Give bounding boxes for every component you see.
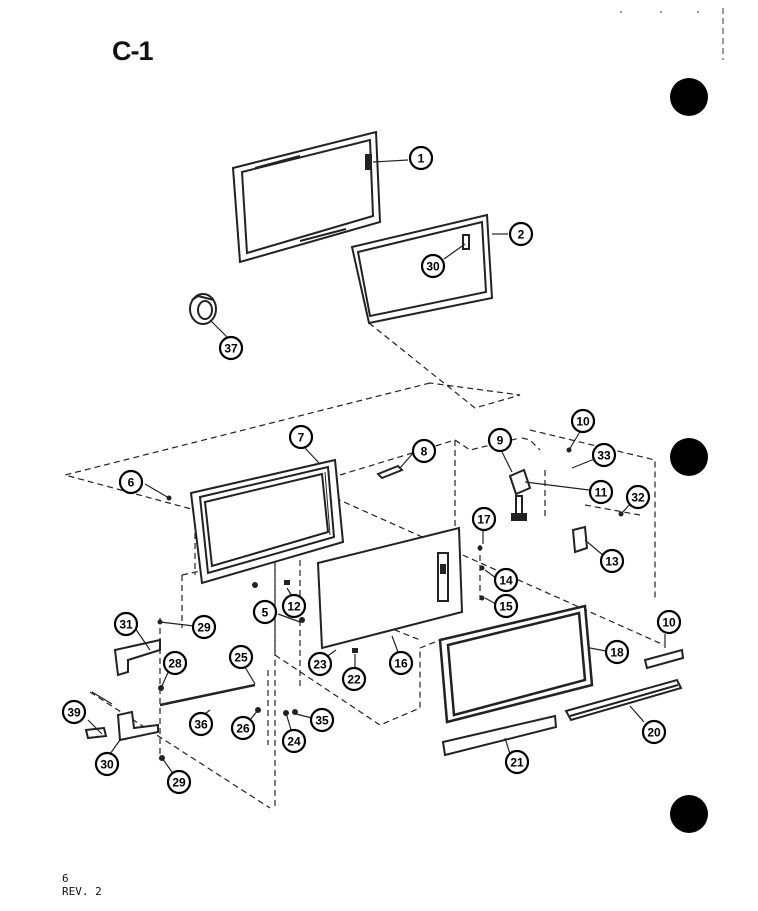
svg-text:37: 37 bbox=[224, 342, 238, 356]
svg-text:10: 10 bbox=[662, 616, 676, 630]
svg-text:9: 9 bbox=[497, 434, 504, 448]
part-strip-21 bbox=[441, 714, 558, 757]
svg-text:26: 26 bbox=[236, 722, 250, 736]
callout-32: 32 bbox=[625, 484, 651, 510]
svg-text:14: 14 bbox=[499, 574, 513, 588]
callout-26: 26 bbox=[230, 715, 256, 741]
callout-28: 28 bbox=[162, 650, 188, 676]
svg-text:10: 10 bbox=[576, 415, 590, 429]
page-number: 6 bbox=[62, 872, 69, 885]
callout-31: 31 bbox=[113, 611, 139, 637]
svg-text:20: 20 bbox=[647, 726, 661, 740]
callout-37: 37 bbox=[218, 335, 244, 361]
svg-text:29: 29 bbox=[197, 621, 211, 635]
callout-29-bottom: 29 bbox=[166, 769, 192, 795]
part-rod-36 bbox=[159, 683, 256, 707]
callout-25: 25 bbox=[228, 644, 254, 670]
small-fasteners bbox=[157, 447, 624, 761]
callout-8: 8 bbox=[411, 438, 437, 464]
page-title: C-1 bbox=[112, 36, 154, 66]
callout-2: 2 bbox=[508, 221, 534, 247]
callout-17: 17 bbox=[471, 506, 497, 532]
callout-21: 21 bbox=[504, 749, 530, 775]
svg-text:33: 33 bbox=[597, 449, 611, 463]
svg-text:6: 6 bbox=[128, 476, 135, 490]
callout-24: 24 bbox=[281, 728, 307, 754]
svg-text:11: 11 bbox=[595, 486, 608, 500]
callout-35: 35 bbox=[309, 707, 335, 733]
callout-18: 18 bbox=[604, 639, 630, 665]
svg-text:16: 16 bbox=[394, 657, 408, 671]
svg-text:29: 29 bbox=[172, 776, 186, 790]
callout-30-bottom: 30 bbox=[94, 751, 120, 777]
callout-39: 39 bbox=[61, 699, 87, 725]
svg-text:39: 39 bbox=[67, 706, 81, 720]
binder-hole-middle bbox=[670, 438, 708, 476]
crop-marks bbox=[620, 8, 724, 60]
callout-9: 9 bbox=[487, 427, 513, 453]
svg-text:2: 2 bbox=[518, 228, 525, 242]
part-bracket-31 bbox=[113, 638, 161, 677]
svg-text:23: 23 bbox=[313, 658, 327, 672]
binder-hole-bottom bbox=[670, 795, 708, 833]
callout-22: 22 bbox=[341, 666, 367, 692]
svg-text:17: 17 bbox=[477, 513, 491, 527]
callout-6: 6 bbox=[118, 469, 144, 495]
callout-7: 7 bbox=[288, 424, 314, 450]
part-handle-8 bbox=[376, 464, 404, 480]
svg-text:1: 1 bbox=[418, 152, 425, 166]
svg-text:22: 22 bbox=[347, 673, 361, 687]
part-bushing-37 bbox=[189, 293, 217, 325]
svg-text:36: 36 bbox=[194, 718, 208, 732]
svg-text:13: 13 bbox=[605, 555, 619, 569]
part-frame-1 bbox=[231, 130, 382, 264]
revision-label: REV. 2 bbox=[62, 885, 102, 898]
callout-15: 15 bbox=[493, 593, 519, 619]
callout-36: 36 bbox=[188, 711, 214, 737]
callout-10-top: 10 bbox=[570, 408, 596, 434]
callout-12: 12 bbox=[281, 593, 307, 619]
svg-text:25: 25 bbox=[234, 651, 248, 665]
svg-text:21: 21 bbox=[510, 756, 524, 770]
callout-30-top: 30 bbox=[420, 253, 446, 279]
svg-text:35: 35 bbox=[315, 714, 329, 728]
callout-13: 13 bbox=[599, 548, 625, 574]
svg-text:15: 15 bbox=[499, 600, 513, 614]
part-door-frame-7 bbox=[189, 458, 345, 585]
svg-text:8: 8 bbox=[421, 445, 428, 459]
svg-text:24: 24 bbox=[287, 735, 301, 749]
svg-text:18: 18 bbox=[610, 646, 624, 660]
part-panel-16 bbox=[316, 526, 464, 650]
page-footer: 6 REV. 2 bbox=[62, 872, 102, 898]
part-bar-10b bbox=[643, 648, 685, 670]
leader-lines bbox=[87, 159, 666, 773]
svg-text:30: 30 bbox=[100, 758, 114, 772]
part-clip-39 bbox=[84, 726, 108, 740]
part-window-18 bbox=[438, 604, 594, 724]
part-latch-9 bbox=[508, 468, 532, 521]
callout-5: 5 bbox=[252, 599, 278, 625]
svg-text:31: 31 bbox=[119, 618, 133, 632]
svg-text:7: 7 bbox=[298, 431, 305, 445]
svg-text:12: 12 bbox=[287, 600, 301, 614]
callout-11: 11 bbox=[588, 479, 614, 505]
svg-text:32: 32 bbox=[631, 491, 645, 505]
callout-33: 33 bbox=[591, 442, 617, 468]
callout-29-top: 29 bbox=[191, 614, 217, 640]
part-rail-20 bbox=[564, 678, 683, 722]
svg-text:5: 5 bbox=[262, 606, 269, 620]
callout-1: 1 bbox=[408, 145, 434, 171]
svg-text:30: 30 bbox=[426, 260, 440, 274]
binder-hole-top bbox=[670, 78, 708, 116]
svg-text:28: 28 bbox=[168, 657, 182, 671]
callout-16: 16 bbox=[388, 650, 414, 676]
callout-23: 23 bbox=[307, 651, 333, 677]
part-block-13 bbox=[571, 525, 589, 554]
callout-10-right: 10 bbox=[656, 609, 682, 635]
part-bracket-30 bbox=[116, 710, 159, 742]
callout-20: 20 bbox=[641, 719, 667, 745]
callout-14: 14 bbox=[493, 567, 519, 593]
